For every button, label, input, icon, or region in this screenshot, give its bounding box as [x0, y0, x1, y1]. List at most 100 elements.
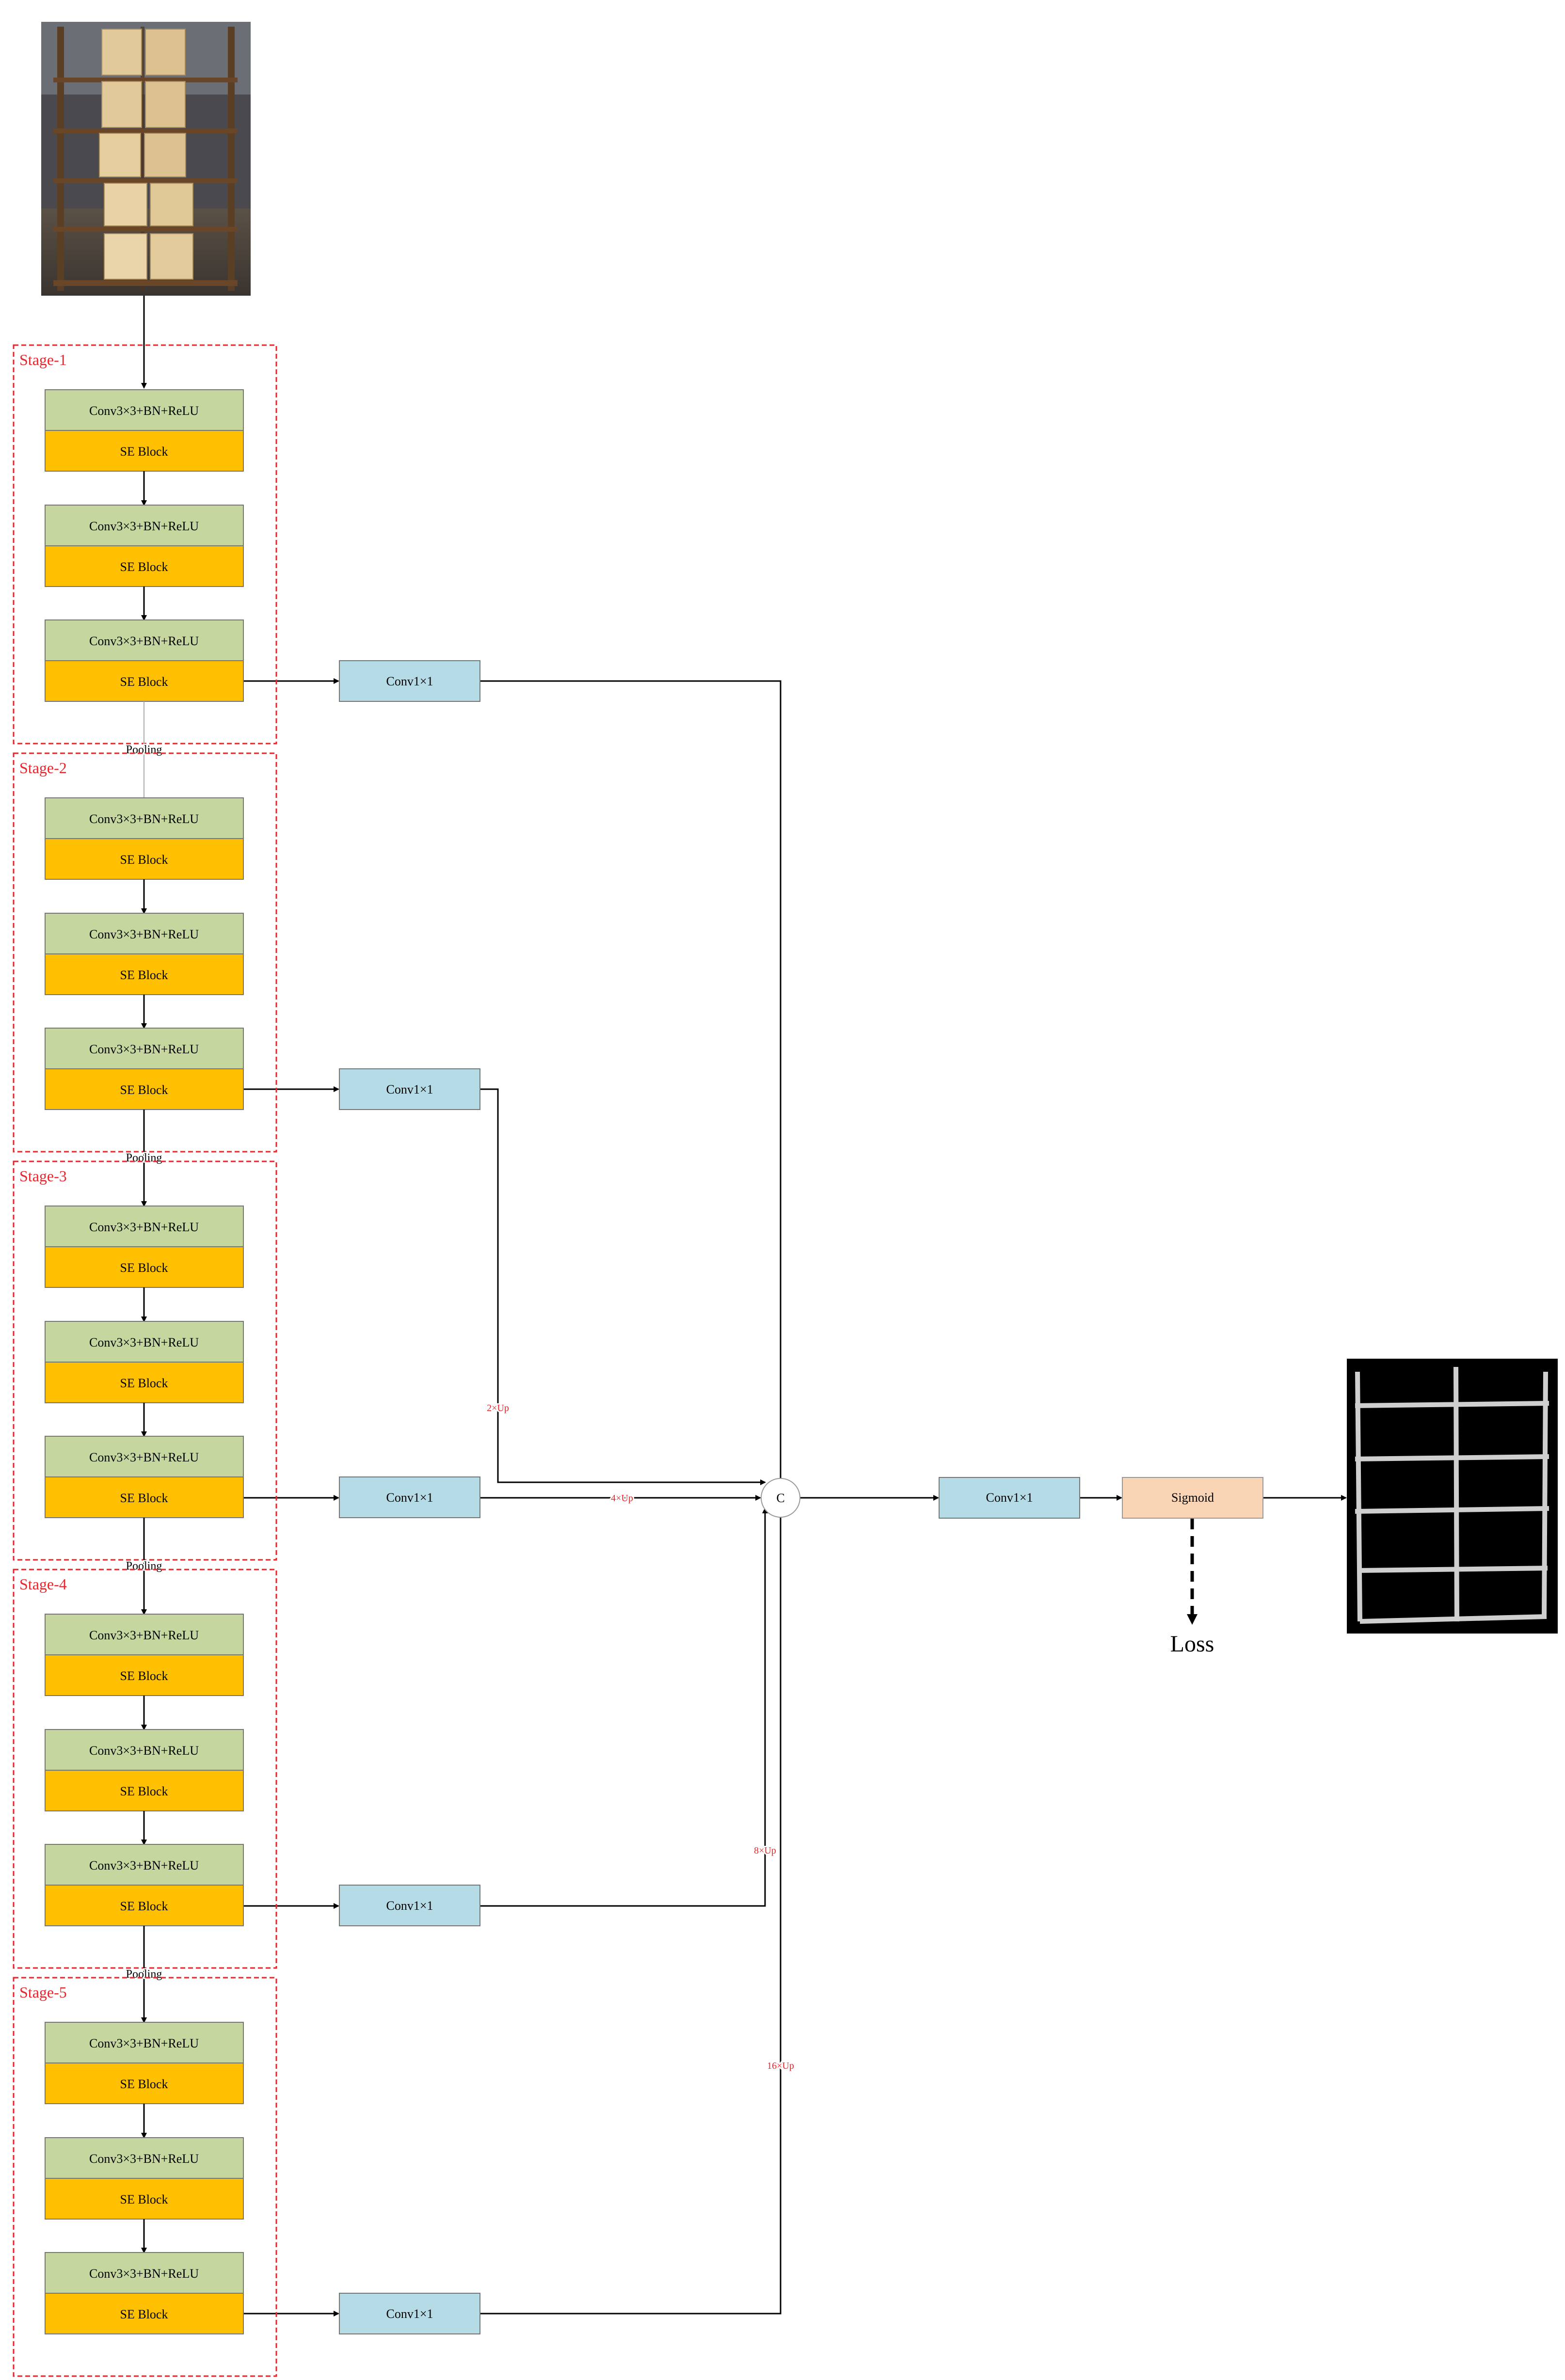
se-block-label: SE Block	[120, 560, 168, 574]
se-block-label: SE Block	[120, 853, 168, 867]
se-block-label: SE Block	[120, 444, 168, 459]
se-block-label: SE Block	[120, 2077, 168, 2091]
se-block-label: SE Block	[120, 1669, 168, 1683]
conv-se-block: Conv3×3+BN+ReLU SE Block	[45, 505, 244, 587]
se-block	[45, 953, 244, 995]
se-block	[45, 1068, 244, 1110]
se-block	[45, 1246, 244, 1288]
stage-label: Stage-4	[19, 1575, 67, 1593]
upsample-2x-label: 2×Up	[487, 1403, 509, 1413]
side-conv-label: Conv1×1	[386, 2307, 433, 2321]
se-block	[45, 1770, 244, 1811]
se-block-label: SE Block	[120, 968, 168, 982]
side-conv-label: Conv1×1	[386, 674, 433, 688]
conv3x3-label: Conv3×3+BN+ReLU	[89, 2036, 199, 2050]
conv3x3-label: Conv3×3+BN+ReLU	[89, 404, 199, 418]
side-conv-box	[339, 660, 480, 702]
se-block-label: SE Block	[120, 1261, 168, 1275]
connectors	[141, 296, 1347, 2317]
conv3x3-block	[45, 913, 244, 954]
se-block	[45, 660, 244, 702]
upsample-4x-label: 4×Up	[611, 1493, 633, 1504]
side-conv-label: Conv1×1	[386, 1491, 433, 1505]
conv3x3-label: Conv3×3+BN+ReLU	[89, 2267, 199, 2281]
stage-label: Stage-2	[19, 759, 67, 777]
side-conv-2: Conv1×1	[339, 1068, 480, 1110]
conv3x3-block	[45, 505, 244, 546]
fuse-conv-block: Conv1×1	[939, 1477, 1080, 1519]
pooling-label: Pooling	[126, 1152, 162, 1164]
conv3x3-block	[45, 2022, 244, 2063]
conv-se-block: Conv3×3+BN+ReLU SE Block	[45, 1206, 244, 1288]
se-block	[45, 545, 244, 587]
conv3x3-block	[45, 2252, 244, 2294]
side-conv-5: Conv1×1	[339, 2293, 480, 2334]
warehouse-rack-photo-icon	[41, 22, 251, 296]
conv3x3-label: Conv3×3+BN+ReLU	[89, 1858, 199, 1872]
conv3x3-block	[45, 1206, 244, 1247]
se-block-label: SE Block	[120, 1491, 168, 1505]
se-block	[45, 1885, 244, 1926]
stage-label: Stage-3	[19, 1167, 67, 1185]
input-image	[41, 22, 251, 296]
pooling-label: Pooling	[126, 1968, 162, 1981]
conv-se-block: Conv3×3+BN+ReLU SE Block	[45, 913, 244, 995]
concat-node: C	[761, 1478, 800, 1518]
output-image	[1347, 1359, 1558, 1634]
upsample-8x-label: 8×Up	[754, 1845, 776, 1856]
conv3x3-block	[45, 389, 244, 431]
pooling-label: Pooling	[126, 1560, 162, 1572]
side-conv-label: Conv1×1	[386, 1082, 433, 1096]
stage-frame	[13, 752, 277, 1153]
pooling-label: Pooling	[126, 744, 162, 756]
conv3x3-label: Conv3×3+BN+ReLU	[89, 1042, 199, 1056]
conv-se-block: Conv3×3+BN+ReLU SE Block	[45, 1844, 244, 1926]
conv3x3-block	[45, 1614, 244, 1655]
sigmoid-label: Sigmoid	[1171, 1491, 1214, 1505]
side-conv-3: Conv1×1	[339, 1476, 480, 1518]
stage-frame	[13, 344, 277, 745]
conv3x3-label: Conv3×3+BN+ReLU	[89, 519, 199, 533]
se-block	[45, 430, 244, 472]
side-conv-box	[339, 1068, 480, 1110]
se-block-label: SE Block	[120, 1376, 168, 1390]
conv3x3-label: Conv3×3+BN+ReLU	[89, 927, 199, 941]
conv3x3-label: Conv3×3+BN+ReLU	[89, 1220, 199, 1234]
stage-frame	[13, 1977, 277, 2377]
stage-label: Stage-1	[19, 351, 67, 368]
se-block-label: SE Block	[120, 2192, 168, 2206]
conv3x3-block	[45, 2137, 244, 2179]
se-block-label: SE Block	[120, 1083, 168, 1097]
se-block-label: SE Block	[120, 1899, 168, 1913]
conv3x3-block	[45, 1321, 244, 1363]
se-block	[45, 1654, 244, 1696]
conv3x3-block	[45, 797, 244, 839]
conv-se-block: Conv3×3+BN+ReLU SE Block	[45, 2022, 244, 2104]
upsample-16x-label: 16×Up	[767, 2061, 794, 2071]
conv3x3-label: Conv3×3+BN+ReLU	[89, 1335, 199, 1349]
conv-se-block: Conv3×3+BN+ReLU SE Block	[45, 797, 244, 880]
conv-se-block: Conv3×3+BN+ReLU SE Block	[45, 1321, 244, 1403]
stage-label: Stage-5	[19, 1983, 67, 2001]
conv3x3-label: Conv3×3+BN+ReLU	[89, 2152, 199, 2166]
fuse-conv-label: Conv1×1	[986, 1491, 1033, 1505]
conv3x3-block	[45, 1729, 244, 1771]
stage-frame	[13, 1160, 277, 1561]
conv3x3-label: Conv3×3+BN+ReLU	[89, 634, 199, 648]
se-block	[45, 2293, 244, 2334]
conv3x3-label: Conv3×3+BN+ReLU	[89, 812, 199, 826]
se-block-label: SE Block	[120, 1784, 168, 1798]
conv3x3-block	[45, 1436, 244, 1477]
se-block	[45, 1362, 244, 1403]
side-conv-4: Conv1×1	[339, 1885, 480, 1926]
